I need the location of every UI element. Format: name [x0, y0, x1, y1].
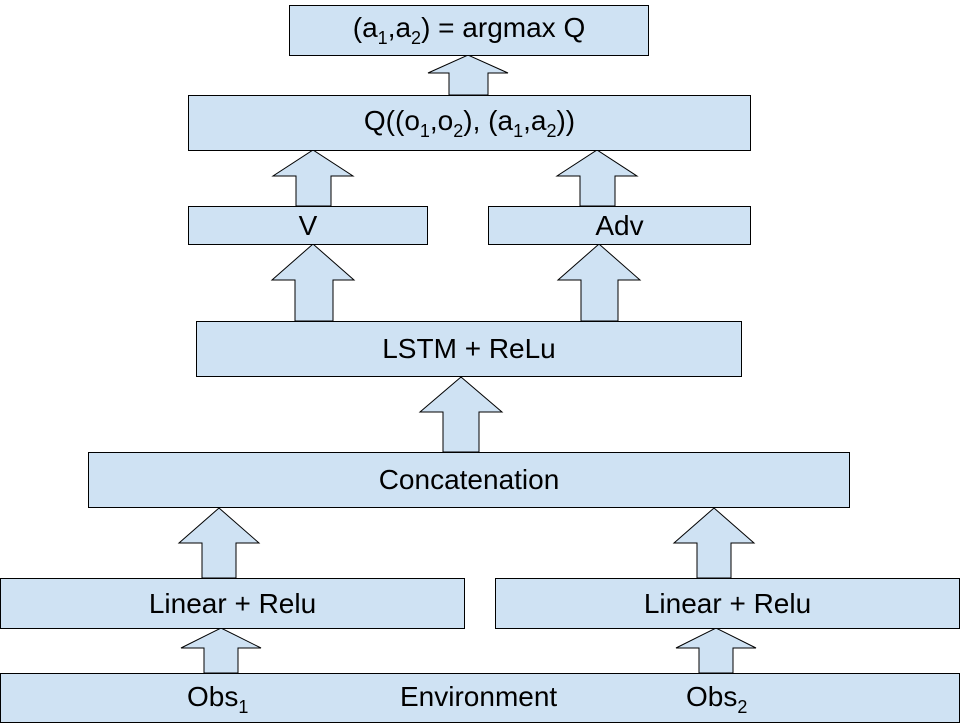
arrow-lstm-to-v: [270, 243, 356, 322]
concatenation-label: Concatenation: [378, 464, 560, 495]
arrow-lstm-to-adv: [556, 243, 642, 322]
output-box: (a1,a2) = argmax Q: [289, 5, 649, 56]
output-label: (a1,a2) = argmax Q: [352, 12, 586, 48]
arrow-adv-to-q: [555, 149, 639, 207]
linear-relu-right-box: Linear + Relu: [495, 578, 960, 629]
arrow-concat-to-lstm: [418, 376, 504, 453]
v-label: V: [298, 209, 318, 241]
arrow-env-to-linear-left: [180, 627, 262, 674]
obs2-label: Obs2: [686, 681, 748, 717]
lstm-box: LSTM + ReLu: [196, 321, 742, 377]
adv-box: Adv: [488, 206, 751, 245]
arrow-v-to-q: [271, 149, 355, 207]
lstm-label: LSTM + ReLu: [382, 333, 556, 364]
v-box: V: [188, 206, 428, 245]
environment-label: Environment: [400, 681, 558, 712]
arrow-env-to-linear-right: [675, 627, 757, 674]
obs1-label: Obs1: [187, 681, 249, 717]
q-value-box: Q((o1,o2), (a1,a2)): [188, 95, 751, 151]
arrow-q-to-output: [427, 54, 509, 96]
arrow-linear-left-to-concat: [177, 507, 261, 579]
linear-relu-right-label: Linear + Relu: [643, 587, 812, 619]
adv-label: Adv: [595, 209, 644, 241]
concatenation-box: Concatenation: [88, 452, 850, 508]
arrow-linear-right-to-concat: [672, 507, 756, 579]
linear-relu-left-label: Linear + Relu: [148, 587, 317, 619]
q-value-label: Q((o1,o2), (a1,a2)): [363, 104, 576, 141]
linear-relu-left-box: Linear + Relu: [0, 578, 465, 629]
